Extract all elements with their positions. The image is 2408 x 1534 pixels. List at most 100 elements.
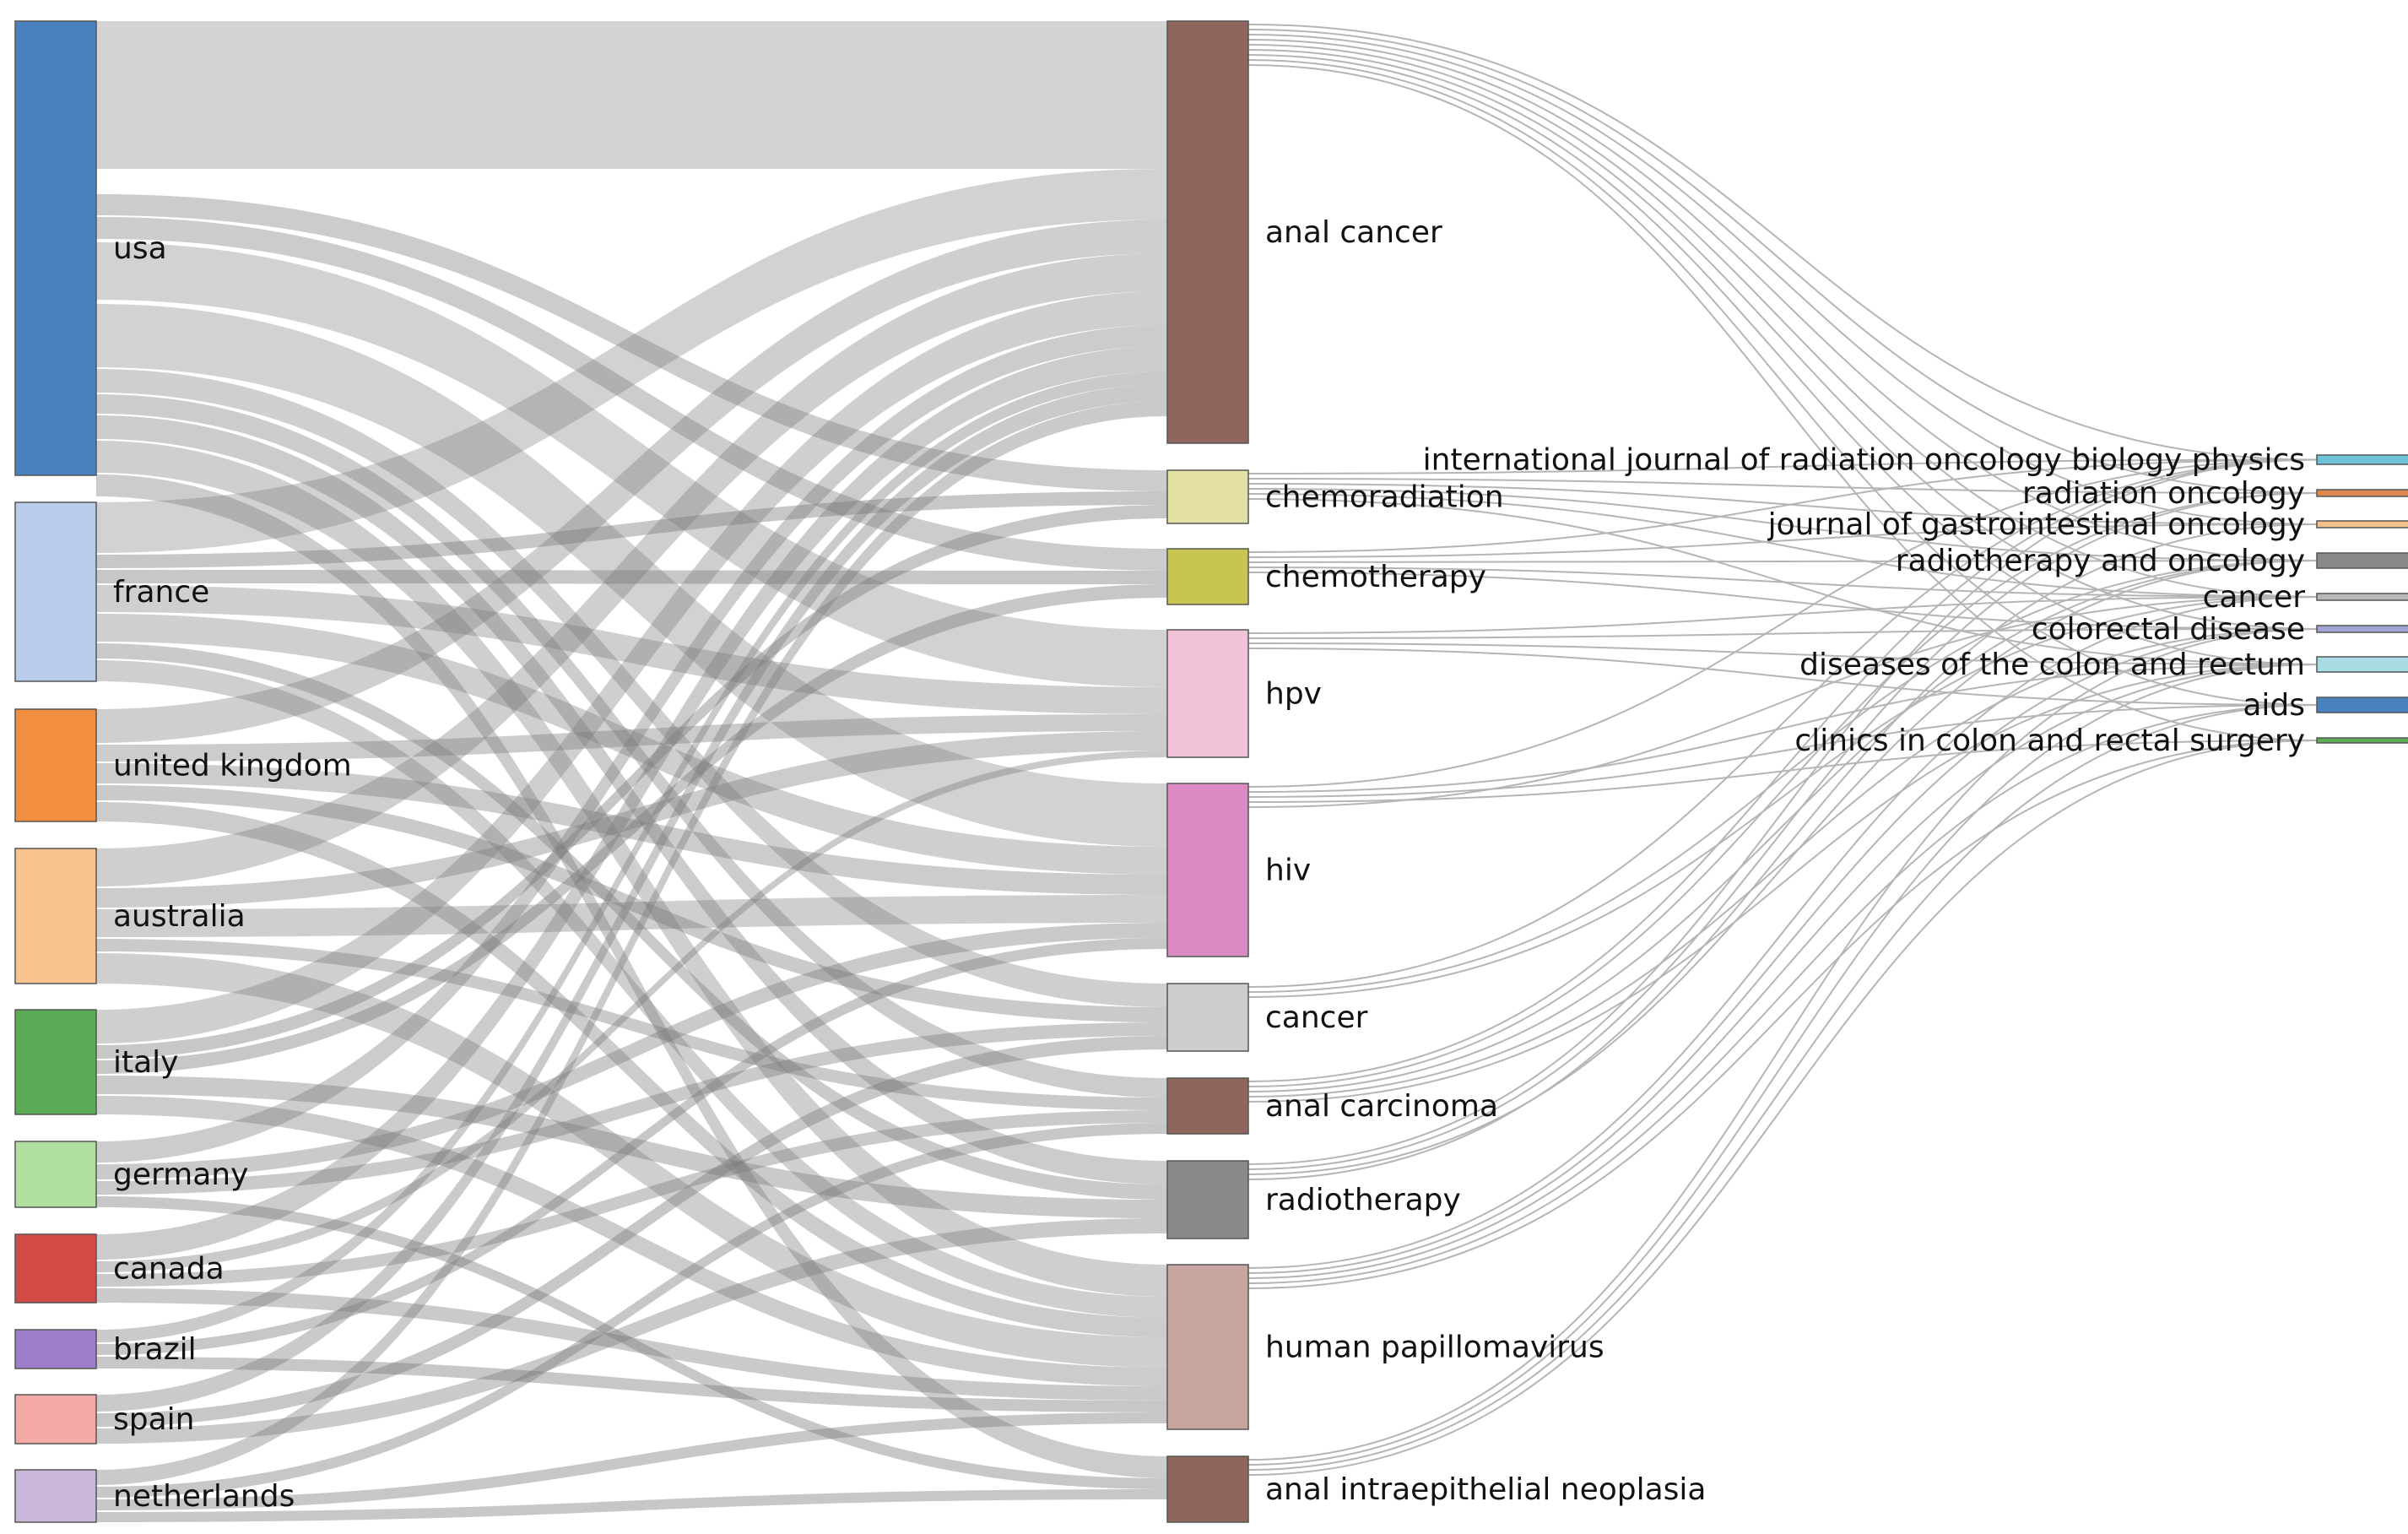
link-australia-anal-cancer[interactable] [96, 253, 1167, 886]
link-germany-cancer-kw[interactable] [96, 1022, 1167, 1195]
node-cancer-kw[interactable] [1166, 983, 1249, 1052]
link-italy-anal-cancer[interactable] [96, 291, 1167, 1043]
link-anal-cancer-diseases-colon-rectum[interactable] [1247, 54, 2318, 665]
node-anal-cancer[interactable] [1166, 20, 1249, 444]
link-human-papillomavirus-colorectal-disease[interactable] [1247, 628, 2318, 1274]
link-anal-cancer-ijrobp[interactable] [1247, 24, 2318, 461]
link-anal-cancer-aids[interactable] [1247, 59, 2318, 706]
link-france-human-papillomavirus[interactable] [96, 660, 1167, 1318]
node-australia[interactable] [14, 848, 97, 984]
node-ijrobp[interactable] [2316, 454, 2408, 465]
node-germany[interactable] [14, 1141, 97, 1208]
node-spain[interactable] [14, 1394, 97, 1445]
link-germany-anal-cancer[interactable] [96, 325, 1167, 1163]
link-anal-intraepithelial-neoplasia-aids[interactable] [1247, 704, 2318, 1471]
link-brazil-hiv[interactable] [96, 938, 1167, 1355]
link-germany-hiv[interactable] [96, 923, 1167, 1179]
link-radiotherapy-radiation-oncology[interactable] [1247, 492, 2318, 1170]
node-radiotherapy-and-oncology[interactable] [2316, 552, 2408, 569]
link-france-chemoradiation[interactable] [96, 491, 1167, 568]
link-usa-hiv[interactable] [96, 304, 1167, 847]
link-usa-anal-carcinoma[interactable] [96, 394, 1167, 1098]
link-brazil-human-papillomavirus[interactable] [96, 1357, 1167, 1412]
node-radiation-oncology[interactable] [2316, 489, 2408, 497]
link-human-papillomavirus-clinics-colon-rectal[interactable] [1247, 740, 2318, 1289]
link-hiv-cancer-j[interactable] [1247, 596, 2318, 808]
node-france[interactable] [14, 501, 97, 682]
link-france-hpv[interactable] [96, 585, 1167, 714]
node-netherlands[interactable] [14, 1469, 97, 1523]
link-australia-anal-carcinoma[interactable] [96, 939, 1167, 1110]
link-usa-radiotherapy[interactable] [96, 415, 1167, 1184]
link-hiv-aids[interactable] [1247, 704, 2318, 798]
link-netherlands-human-papillomavirus[interactable] [96, 1412, 1167, 1510]
node-colorectal-disease[interactable] [2316, 625, 2408, 633]
link-united-kingdom-human-papillomavirus[interactable] [96, 802, 1167, 1337]
node-brazil[interactable] [14, 1329, 97, 1369]
link-france-hiv[interactable] [96, 614, 1167, 875]
link-anal-carcinoma-diseases-colon-rectum[interactable] [1247, 664, 2318, 1103]
link-italy-chemoradiation[interactable] [96, 505, 1167, 1059]
node-jgo[interactable] [2316, 520, 2408, 528]
link-anal-cancer-clinics-colon-rectal[interactable] [1247, 64, 2318, 741]
link-hpv-colorectal-disease[interactable] [1247, 628, 2318, 639]
link-radiotherapy-ijrobp[interactable] [1247, 458, 2318, 1165]
link-human-papillomavirus-cancer-j[interactable] [1247, 596, 2318, 1269]
link-italy-chemotherapy[interactable] [96, 584, 1167, 1074]
link-cancer-kw-ijrobp[interactable] [1247, 458, 2318, 988]
link-hpv-cancer-j[interactable] [1247, 596, 2318, 634]
node-clinics-colon-rectal[interactable] [2316, 737, 2408, 744]
link-chemoradiation-radiation-oncology[interactable] [1247, 478, 2318, 494]
node-hpv[interactable] [1166, 629, 1249, 758]
link-germany-anal-intraepithelial-neoplasia[interactable] [96, 1196, 1167, 1489]
node-anal-carcinoma[interactable] [1166, 1077, 1249, 1135]
link-canada-human-papillomavirus[interactable] [96, 1288, 1167, 1401]
link-usa-human-papillomavirus[interactable] [96, 441, 1167, 1297]
node-usa[interactable] [14, 20, 97, 476]
link-chemotherapy-jgo[interactable] [1247, 523, 2318, 558]
link-chemotherapy-ijrobp[interactable] [1247, 458, 2318, 553]
node-radiotherapy[interactable] [1166, 1160, 1249, 1239]
link-usa-cancer-kw[interactable] [96, 369, 1167, 1007]
link-spain-cancer-kw[interactable] [96, 1036, 1167, 1427]
link-anal-intraepithelial-neoplasia-colorectal-disease[interactable] [1247, 628, 2318, 1461]
node-aids[interactable] [2316, 697, 2408, 713]
node-united-kingdom[interactable] [14, 708, 97, 822]
link-chemotherapy-colorectal-disease[interactable] [1247, 572, 2318, 630]
link-radiotherapy-jgo[interactable] [1247, 523, 2318, 1180]
link-united-kingdom-cancer-kw[interactable] [96, 785, 1167, 1022]
link-united-kingdom-hiv[interactable] [96, 763, 1167, 895]
link-hiv-ijrobp[interactable] [1247, 458, 2318, 788]
link-united-kingdom-anal-cancer[interactable] [96, 220, 1167, 743]
node-hiv[interactable] [1166, 783, 1249, 957]
node-cancer-j[interactable] [2316, 593, 2408, 601]
link-usa-anal-intraepithelial-neoplasia[interactable] [96, 474, 1167, 1478]
link-united-kingdom-hpv[interactable] [96, 714, 1167, 762]
node-human-papillomavirus[interactable] [1166, 1264, 1249, 1430]
link-chemotherapy-cancer-j[interactable] [1247, 566, 2318, 598]
link-netherlands-anal-intraepithelial-neoplasia[interactable] [96, 1489, 1167, 1522]
link-chemoradiation-radiotherapy-and-oncology[interactable] [1247, 488, 2318, 561]
link-anal-intraepithelial-neoplasia-diseases-colon-rectum[interactable] [1247, 664, 2318, 1466]
link-netherlands-anal-cancer[interactable] [96, 401, 1167, 1485]
link-france-chemotherapy[interactable] [96, 570, 1167, 584]
link-hpv-diseases-colon-rectum[interactable] [1247, 642, 2318, 665]
link-spain-anal-cancer[interactable] [96, 384, 1167, 1412]
link-anal-intraepithelial-neoplasia-clinics-colon-rectal[interactable] [1247, 740, 2318, 1476]
link-usa-chemoradiation[interactable] [96, 194, 1167, 491]
node-anal-intraepithelial-neoplasia[interactable] [1166, 1455, 1249, 1523]
node-italy[interactable] [14, 1009, 97, 1115]
link-france-anal-cancer[interactable] [96, 169, 1167, 553]
link-canada-anal-carcinoma[interactable] [96, 1110, 1167, 1287]
link-italy-radiotherapy[interactable] [96, 1076, 1167, 1218]
node-diseases-colon-rectum[interactable] [2316, 656, 2408, 673]
link-australia-hiv[interactable] [96, 895, 1167, 937]
link-hiv-diseases-colon-rectum[interactable] [1247, 664, 2318, 793]
link-canada-hpv[interactable] [96, 751, 1167, 1272]
link-netherlands-anal-carcinoma[interactable] [96, 1123, 1167, 1498]
link-australia-human-papillomavirus[interactable] [96, 953, 1167, 1368]
link-usa-hpv[interactable] [96, 242, 1167, 687]
link-usa-chemotherapy[interactable] [96, 217, 1167, 571]
link-brazil-anal-cancer[interactable] [96, 371, 1167, 1342]
link-cancer-kw-cancer-j[interactable] [1247, 596, 2318, 998]
